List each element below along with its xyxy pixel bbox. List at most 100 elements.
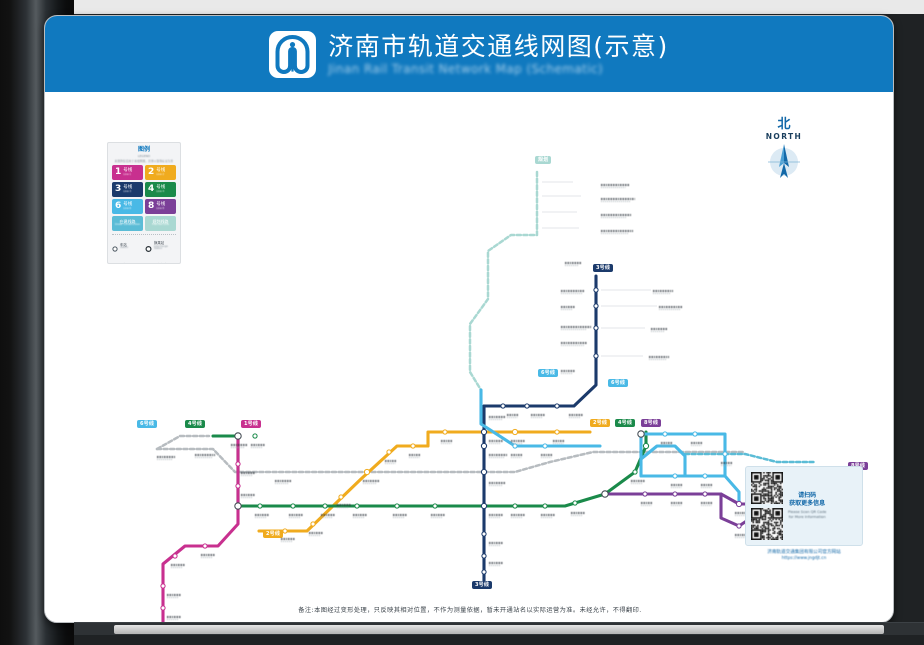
legend-symbol-cn: 换乘站 xyxy=(154,241,165,246)
station-label xyxy=(489,454,507,459)
station-label xyxy=(489,514,503,519)
station-label xyxy=(561,326,591,331)
legend-line-en: Line 3 xyxy=(123,189,132,193)
legend-line-cn: 号线 xyxy=(123,184,133,190)
qr-code-secondary[interactable] xyxy=(751,508,783,540)
station-label xyxy=(251,444,265,449)
line-badge-2号线-3: 2号线 xyxy=(263,530,284,538)
station-label xyxy=(701,502,713,507)
legend-title: 图例 xyxy=(137,146,150,153)
station-label xyxy=(735,512,749,517)
station-label xyxy=(561,370,575,375)
legend-symbol-mark xyxy=(145,258,151,263)
metro-network-svg[interactable]: .ln { fill:none; stroke-linecap:round; s… xyxy=(45,94,894,622)
line-badge-8号线-10: 8号线 xyxy=(641,419,662,427)
legend-line-en: Planned Line xyxy=(152,223,169,227)
station-label xyxy=(171,564,185,569)
station-label xyxy=(561,306,575,311)
station-label xyxy=(337,504,351,509)
station-label xyxy=(601,198,635,203)
legend-line-cn: 号线 xyxy=(123,167,133,173)
station-label xyxy=(275,480,291,485)
horizontal-scrollbar-track[interactable] xyxy=(74,622,924,635)
station-label xyxy=(653,290,673,295)
station-label xyxy=(601,230,633,235)
line-badge-2号线-8: 2号线 xyxy=(590,419,611,427)
station-label xyxy=(241,472,255,477)
station-label xyxy=(489,416,505,421)
line-3 xyxy=(482,274,598,583)
station-label xyxy=(691,442,703,447)
station-label xyxy=(385,460,397,465)
station-label xyxy=(489,562,503,567)
qr-code-primary[interactable] xyxy=(751,472,783,504)
planned-north-branch xyxy=(468,170,539,392)
station-label xyxy=(511,454,523,459)
horizontal-scrollbar-thumb[interactable] xyxy=(114,625,884,634)
station-label xyxy=(661,442,673,447)
line-badge-6号线-6: 6号线 xyxy=(538,369,559,377)
station-label xyxy=(195,454,215,459)
station-label xyxy=(167,616,181,621)
station-label xyxy=(511,514,525,519)
map-canvas[interactable]: .ln { fill:none; stroke-linecap:round; s… xyxy=(45,94,894,622)
station-label xyxy=(571,512,585,517)
station-label xyxy=(157,456,175,461)
station-label xyxy=(541,454,553,459)
station-label xyxy=(489,440,503,445)
legend-line-cn: 在建线路 xyxy=(119,219,136,225)
line-badge-1号线-2: 1号线 xyxy=(241,420,262,428)
station-label xyxy=(601,184,629,189)
station-label xyxy=(671,484,683,489)
legend-line-en: Line 1 xyxy=(123,172,132,176)
legend-symbol-en: Station xyxy=(120,246,129,250)
station-label xyxy=(735,534,747,539)
qr-headline-cn-line2: 获取更多信息 xyxy=(789,499,826,507)
title-block: 济南市轨道交通线网图(示意) Jinan Rail Transit Networ… xyxy=(328,32,669,76)
station-label xyxy=(255,514,269,519)
legend-symbol-railway-icon: 铁路车站Railway Station xyxy=(145,258,176,263)
station-label xyxy=(565,262,581,267)
header-inner: 济南市轨道交通线网图(示意) Jinan Rail Transit Networ… xyxy=(269,30,669,78)
network-map-poster: 济南市轨道交通线网图(示意) Jinan Rail Transit Networ… xyxy=(44,15,894,623)
qr-text-block: 请扫码 获取更多信息 Please Scan QR Code for More … xyxy=(788,492,826,519)
station-label xyxy=(281,538,295,543)
qr-site-url[interactable]: https://www.jngdjt.cn xyxy=(781,555,827,560)
station-label xyxy=(507,414,519,419)
line-badge-规划-13: 规划 xyxy=(535,156,552,164)
station-label xyxy=(393,514,407,519)
legend-symbol-en: Interchange Station xyxy=(154,244,168,251)
station-label xyxy=(553,440,565,445)
legend-line-cn: 号线 xyxy=(156,201,166,207)
station-label xyxy=(531,414,545,419)
legend-line-en: Under Construction xyxy=(114,223,141,227)
page-subtitle: Jinan Rail Transit Network Map (Schemati… xyxy=(328,61,604,76)
qr-box[interactable]: 请扫码 获取更多信息 Please Scan QR Code for More … xyxy=(745,466,863,546)
legend-line-cn: 号线 xyxy=(123,201,133,207)
station-label xyxy=(489,542,503,547)
legend-line-number: 8 xyxy=(148,201,155,212)
legend-symbol-airport-icon: 机场Airport xyxy=(112,258,143,263)
legend-line-en: Line 8 xyxy=(156,206,165,210)
line-badge-6号线-7: 6号线 xyxy=(608,379,629,387)
legend-line-en: Line 6 xyxy=(123,206,132,210)
station-label xyxy=(541,514,555,519)
station-label xyxy=(353,514,367,519)
page-top-strip xyxy=(74,0,924,14)
station-dots xyxy=(160,287,833,611)
line-badge-4号线-9: 4号线 xyxy=(615,419,636,427)
station-label xyxy=(489,482,505,487)
qr-panel[interactable]: 请扫码 获取更多信息 Please Scan QR Code for More … xyxy=(745,466,863,560)
qr-code-group[interactable] xyxy=(751,472,783,540)
compass-needle-icon xyxy=(768,144,800,178)
station-label xyxy=(363,480,379,485)
legend-line-en: Line 2 xyxy=(156,172,165,176)
